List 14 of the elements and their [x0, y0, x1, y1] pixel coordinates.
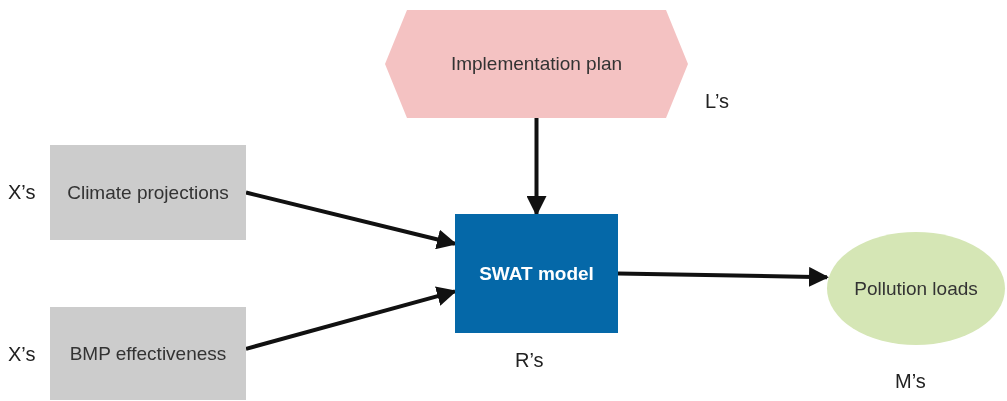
variable-label: M’s [895, 370, 926, 393]
arrow [617, 266, 829, 287]
variable-label: X’s [8, 181, 36, 204]
node-label: Climate projections [67, 180, 229, 205]
node-label: Implementation plan [450, 52, 623, 76]
arrow [245, 286, 457, 351]
node-label: SWAT model [479, 261, 594, 286]
variable-label: L’s [705, 90, 730, 113]
arrow [245, 190, 457, 250]
node-label: Pollution loads [854, 276, 978, 301]
variable-label: R’s [515, 349, 544, 372]
arrow [526, 118, 547, 216]
variable-label: X’s [8, 343, 36, 366]
node-label: BMP effectiveness [69, 341, 227, 366]
